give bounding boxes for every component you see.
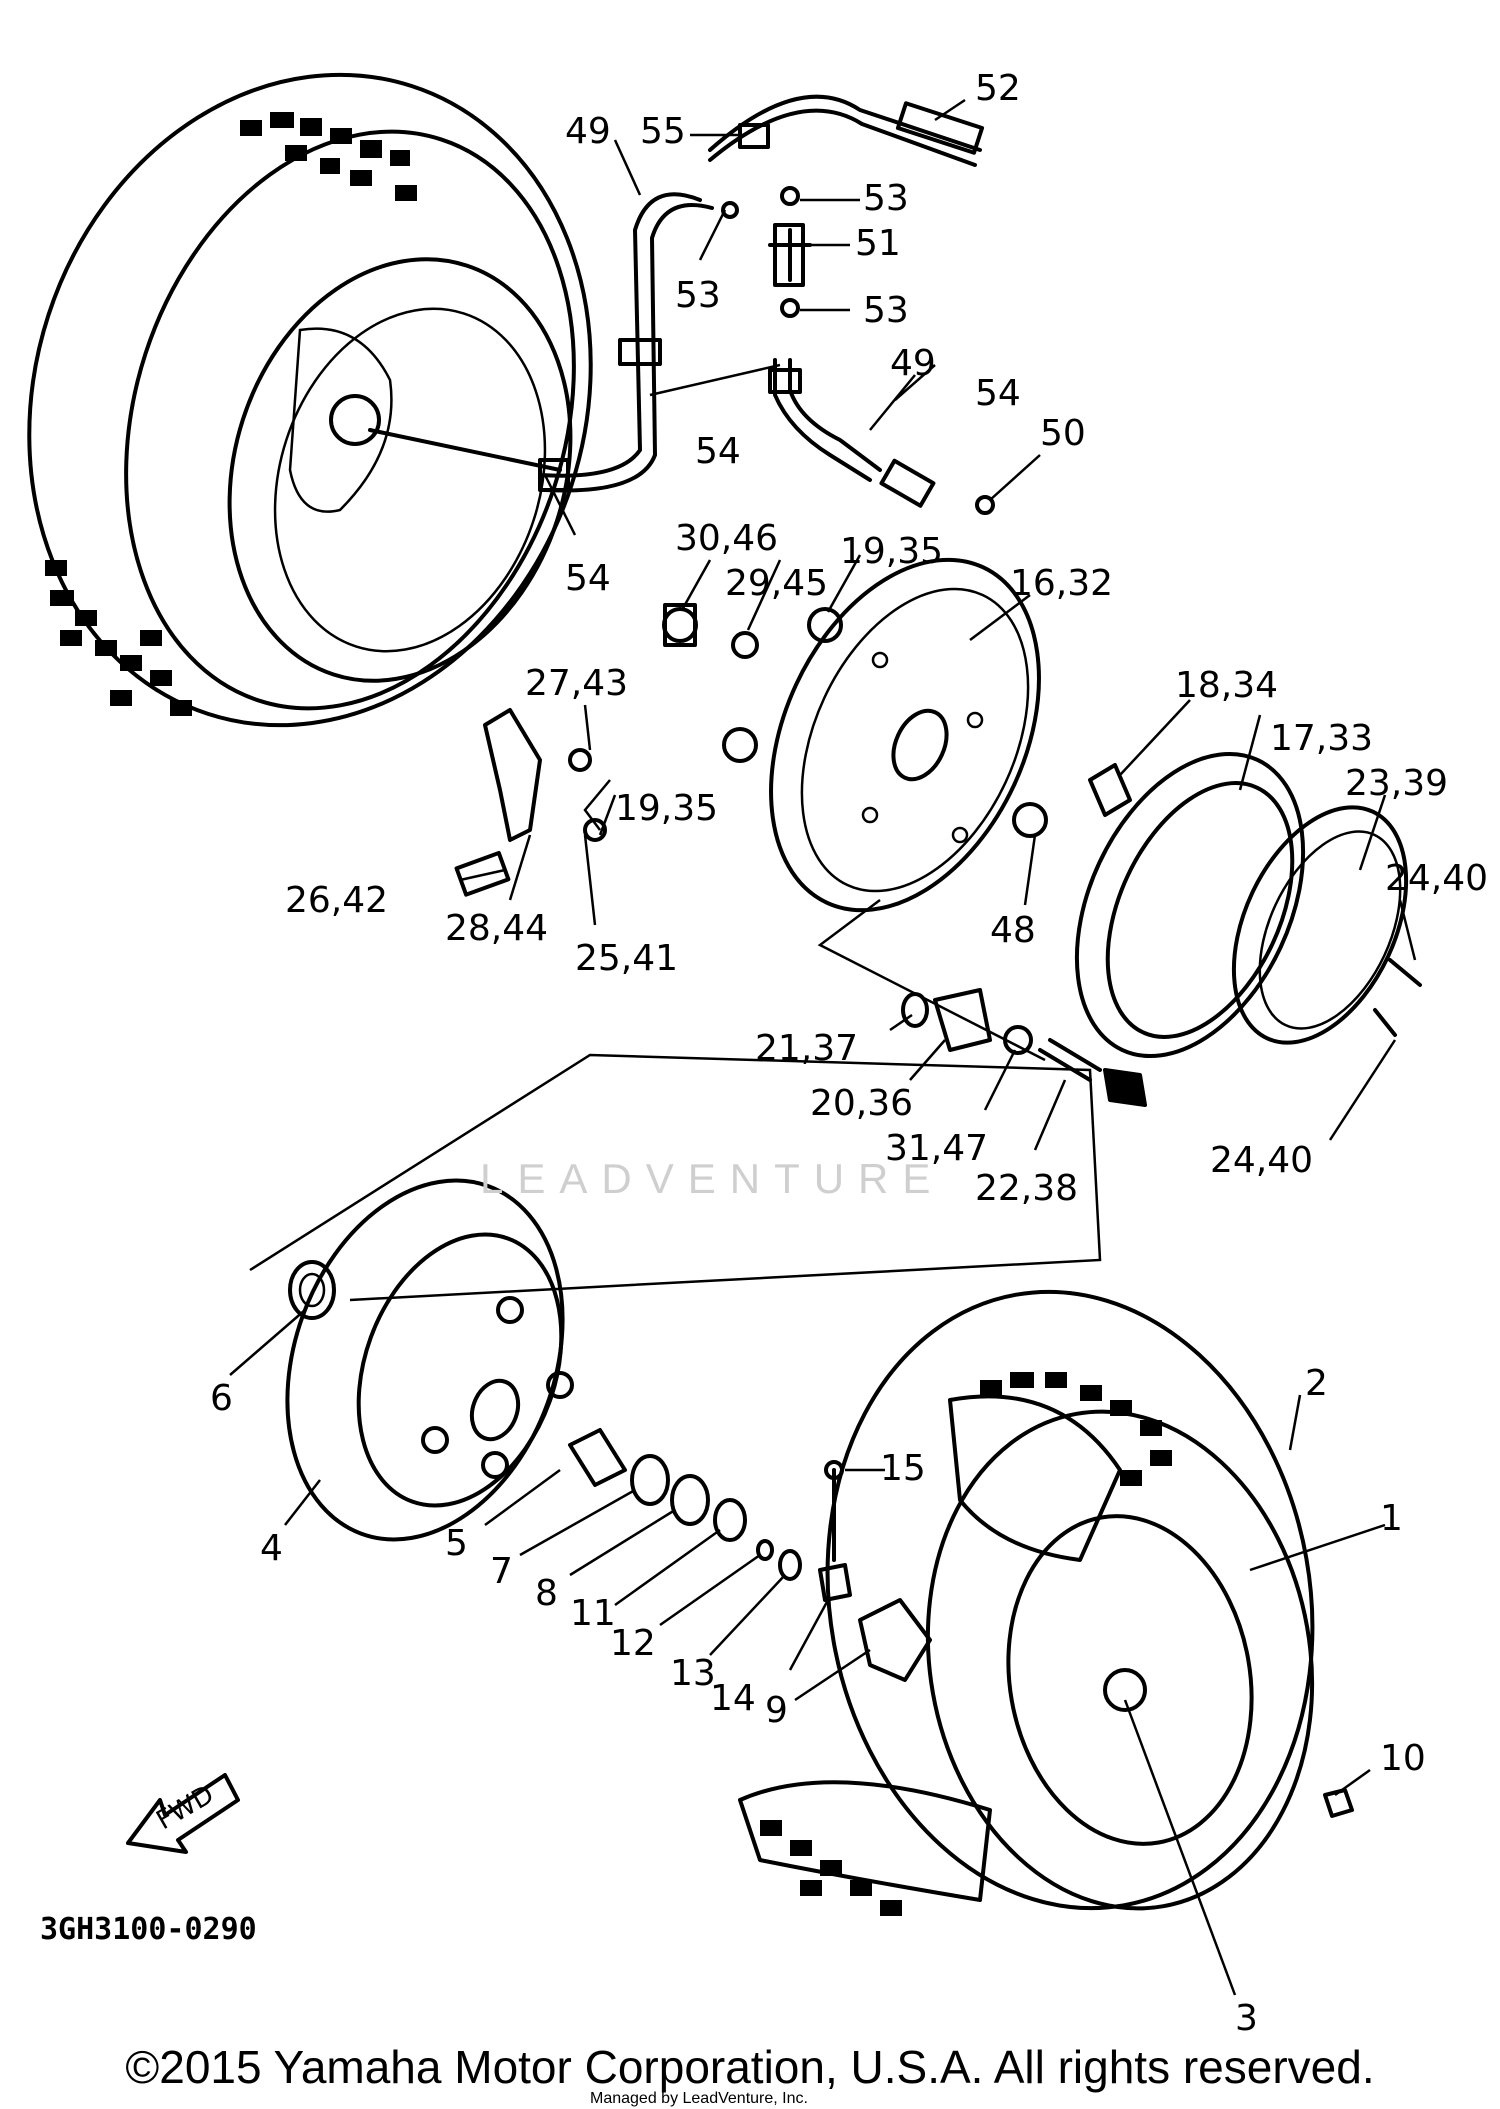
callout-19-35: 19,35 [615,788,718,829]
callout-12: 12 [610,1623,656,1664]
callout-49: 49 [890,343,936,384]
fwd-label: FWD [152,1780,220,1836]
callout-53: 53 [675,275,721,316]
callout-25-41: 25,41 [575,938,678,979]
drawing-code: 3GH3100-0290 [40,1912,257,1947]
callout-31-47: 31,47 [885,1128,988,1169]
callout-labels: 52 55 49 53 51 53 53 54 49 54 50 54 30,4… [210,68,1488,2039]
callout-8: 8 [535,1573,558,1614]
hub-assembly [285,1178,574,1542]
callout-6: 6 [210,1378,233,1419]
callout-55: 55 [640,111,686,152]
callout-9: 9 [765,1690,788,1731]
callout-49: 49 [565,111,611,152]
callout-53: 53 [863,290,909,331]
callout-52: 52 [975,68,1021,109]
callout-20-36: 20,36 [810,1083,913,1124]
callout-24-40: 24,40 [1385,858,1488,899]
callout-29-45: 29,45 [725,563,828,604]
brake-plate-assembly [454,557,1422,1107]
callout-50: 50 [1040,413,1086,454]
callout-1: 1 [1380,1498,1403,1539]
callout-27-43: 27,43 [525,663,628,704]
callout-23-39: 23,39 [1345,763,1448,804]
callout-53: 53 [863,178,909,219]
callout-19-35: 19,35 [840,531,943,572]
callout-14: 14 [710,1678,756,1719]
callout-48: 48 [990,910,1036,951]
copyright-notice: ©2015 Yamaha Motor Corporation, U.S.A. A… [125,2041,1375,2093]
callout-5: 5 [445,1523,468,1564]
callout-16-32: 16,32 [1010,563,1113,604]
callout-24-40: 24,40 [1210,1140,1313,1181]
assembly-lines [249,779,1102,1302]
callout-30-46: 30,46 [675,518,778,559]
callout-7: 7 [490,1551,513,1592]
brake-hose-assembly [538,94,995,515]
watermark: LEADVENTURE [480,1155,945,1202]
callout-51: 51 [855,223,901,264]
callout-17-33: 17,33 [1270,718,1373,759]
managed-by-notice: Managed by LeadVenture, Inc. [590,2090,808,2107]
callout-4: 4 [260,1528,283,1569]
callout-11: 11 [570,1593,616,1634]
callout-28-44: 28,44 [445,908,548,949]
callout-18-34: 18,34 [1175,665,1278,706]
lower-wheel-assembly [738,1289,1354,1916]
callout-54: 54 [695,431,741,472]
callout-22-38: 22,38 [975,1168,1078,1209]
callout-13: 13 [670,1653,716,1694]
callout-54: 54 [565,558,611,599]
callout-15: 15 [880,1448,926,1489]
callout-2: 2 [1305,1363,1328,1404]
callout-10: 10 [1380,1738,1426,1779]
upper-tire-assembly [27,72,593,728]
callout-21-37: 21,37 [755,1028,858,1069]
leader-lines [229,98,1417,1996]
callout-26-42: 26,42 [285,880,388,921]
callout-3: 3 [1235,1998,1258,2039]
fwd-arrow: FWD [126,1773,240,1854]
callout-54: 54 [975,373,1021,414]
